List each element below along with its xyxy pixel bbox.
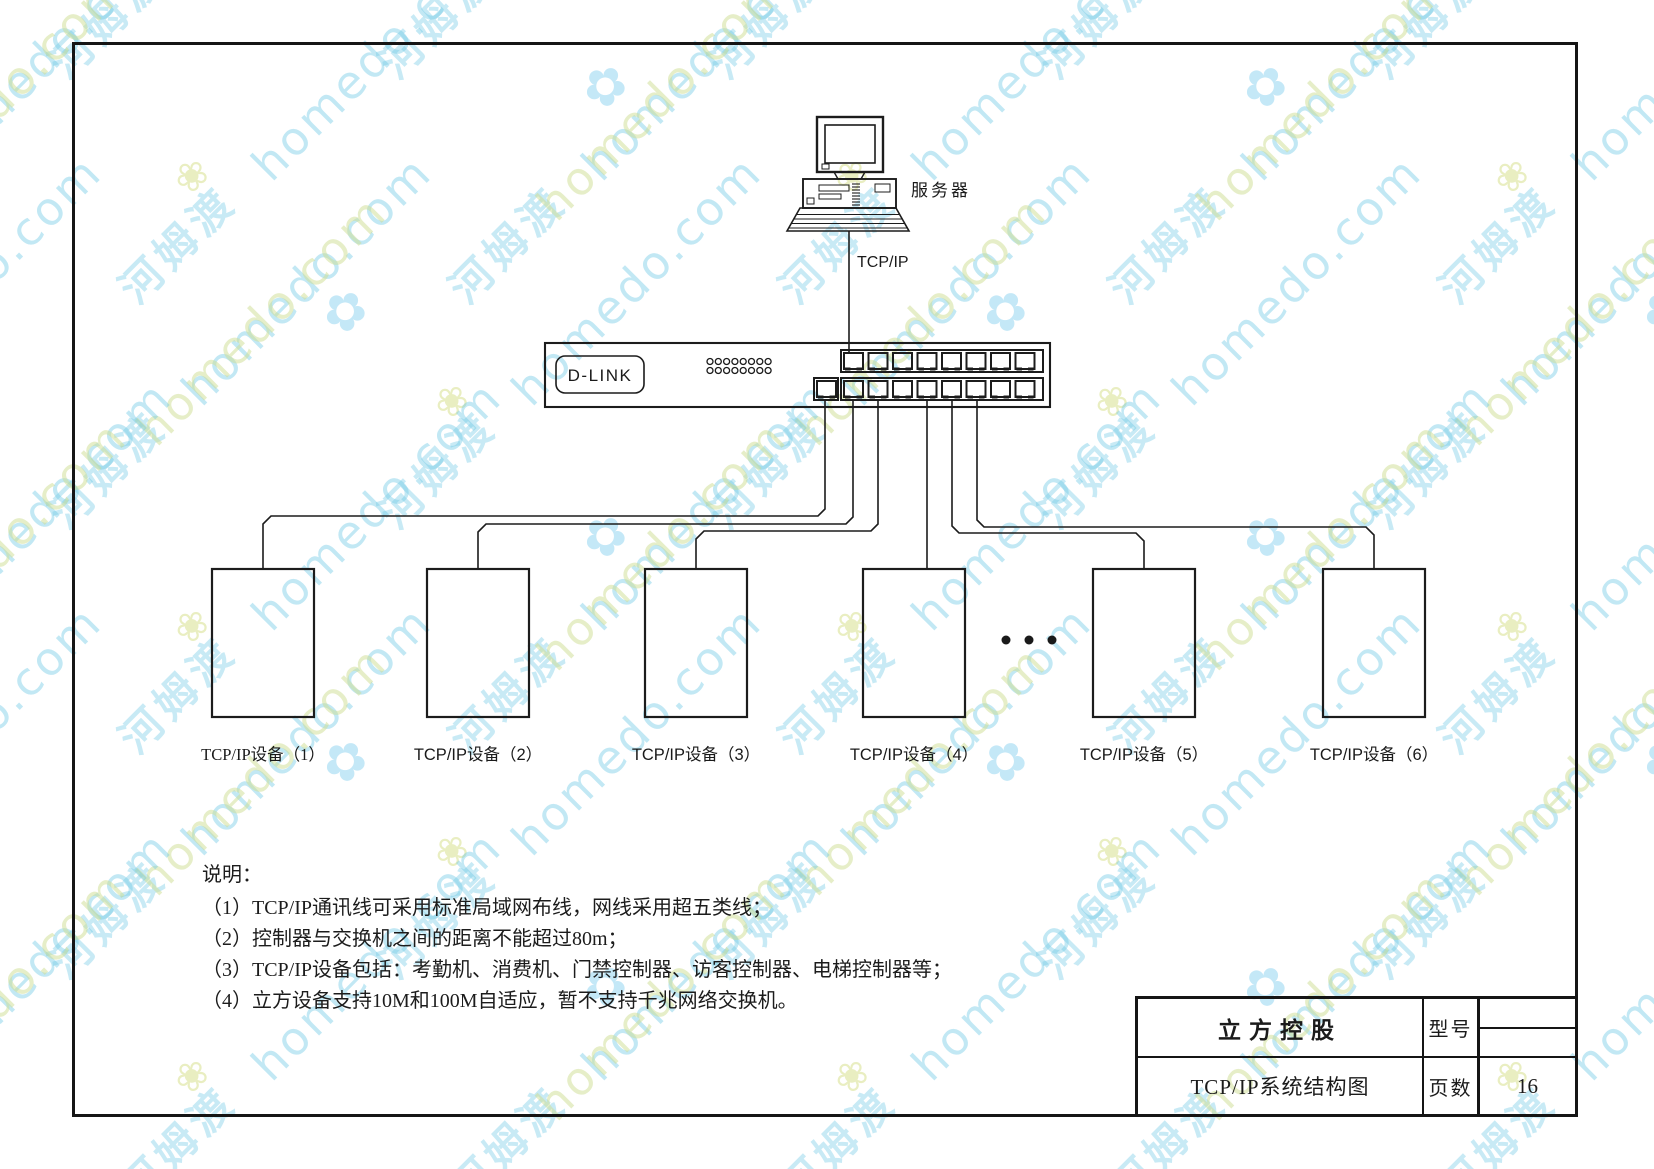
- note-line-1: （1）TCP/IP通讯线可采用标准局域网布线，网线采用超五类线；: [202, 897, 773, 919]
- cables: [262, 400, 1375, 569]
- led-indicator: [714, 357, 722, 366]
- model-value-upper: [1480, 999, 1575, 1029]
- notes-block: 说明： （1）TCP/IP通讯线可采用标准局域网布线，网线采用超五类线； （2）…: [202, 858, 952, 1017]
- floppy-slot-2: [818, 193, 842, 200]
- note-line-3: （3）TCP/IP设备包括：考勤机、消费机、门禁控制器、访客控制器、电梯控制器等…: [202, 959, 953, 981]
- rj45-port: [867, 380, 889, 398]
- led-indicator: [756, 357, 764, 366]
- notes-heading: 说明：: [202, 864, 262, 886]
- monitor-screen: [824, 124, 876, 164]
- rj45-port: [892, 380, 913, 398]
- switch-port-strip-bottom: [840, 377, 1044, 401]
- switch-body: [543, 341, 1052, 409]
- device-box-2: [425, 567, 531, 719]
- company-name: 立方控股: [1218, 1017, 1342, 1043]
- switch: [543, 341, 1052, 409]
- note-line-2: （2）控制器与交换机之间的距离不能超过80m；: [202, 928, 628, 950]
- led-indicator: [764, 357, 772, 366]
- rj45-port: [1014, 352, 1036, 370]
- switch-leds: [706, 357, 772, 375]
- led-indicator: [722, 366, 731, 375]
- note-line-4: （4）立方设备支持10M和100M自适应，暂不支持千兆网络交换机。: [202, 990, 798, 1012]
- rj45-port: [990, 380, 1011, 398]
- case-vents: [852, 183, 860, 206]
- device-box-4: [861, 567, 967, 719]
- case-switch: [806, 197, 815, 205]
- dlink-logo-text: D-LINK: [568, 366, 633, 385]
- led-indicator: [747, 357, 756, 366]
- led-indicator: [714, 366, 722, 375]
- rj45-port: [892, 352, 913, 370]
- rj45-port: [990, 352, 1011, 370]
- rj45-port: [965, 380, 987, 398]
- led-indicator: [722, 357, 731, 366]
- rj45-port: [843, 352, 864, 370]
- title-block: 立方控股 型号 TCP/IP系统结构图 页数 16: [1135, 996, 1578, 1117]
- cable-device-2: [477, 400, 854, 569]
- device-label-1: TCP/IP设备（1）: [201, 745, 325, 764]
- system-case: [802, 178, 897, 209]
- model-label: 型号: [1422, 999, 1477, 1056]
- monitor-button: [821, 163, 830, 170]
- led-indicator: [747, 366, 756, 375]
- rj45-port: [916, 380, 938, 398]
- server-label: 服务器: [911, 181, 971, 200]
- server-icon: [785, 115, 911, 232]
- tcpip-link-label: TCP/IP: [857, 254, 909, 271]
- rj45-port: [1014, 380, 1036, 398]
- device-label-6: TCP/IP设备（6）: [1310, 745, 1438, 764]
- keyboard-keys: [788, 214, 908, 229]
- floppy-slot-1: [818, 184, 850, 192]
- cd-drive: [874, 183, 891, 193]
- device-label-4: TCP/IP设备（4）: [850, 745, 978, 764]
- dlink-logo-box: [555, 355, 645, 394]
- led-indicator: [739, 357, 747, 366]
- cable-device-1: [262, 400, 826, 569]
- rj45-port: [867, 352, 889, 370]
- device-label-5: TCP/IP设备（5）: [1080, 745, 1208, 764]
- cable-device-5: [951, 400, 1145, 569]
- rj45-port: [843, 380, 864, 398]
- pages-label: 页数: [1422, 1056, 1477, 1114]
- uplink-port: [813, 377, 839, 401]
- led-indicator: [731, 366, 739, 375]
- pages-value: 16: [1477, 1056, 1575, 1114]
- led-indicator: [739, 366, 747, 375]
- rj45-port: [916, 352, 938, 370]
- rj45-port: [965, 352, 987, 370]
- drawing-title: TCP/IP系统结构图: [1138, 1056, 1422, 1114]
- device-label-2: TCP/IP设备（2）: [414, 745, 542, 764]
- device-box-6: [1321, 567, 1427, 719]
- switch-ports: [816, 352, 1036, 399]
- led-indicator: [756, 366, 764, 375]
- device-box-1: [210, 567, 316, 719]
- led-indicator: [706, 366, 714, 375]
- cable-device-6: [976, 400, 1375, 569]
- device-box-3: [643, 567, 749, 719]
- keyboard: [785, 207, 911, 232]
- model-value-lower: [1480, 1029, 1575, 1057]
- rj45-port: [941, 352, 962, 370]
- device-box-5: [1091, 567, 1197, 719]
- led-indicator: [764, 366, 772, 375]
- device-label-3: TCP/IP设备（3）: [632, 745, 760, 764]
- rj45-port: [941, 380, 962, 398]
- switch-port-strip-top: [840, 349, 1044, 373]
- device-boxes: [210, 567, 1427, 719]
- led-indicator: [706, 357, 714, 366]
- cable-device-3: [695, 400, 879, 569]
- rj45-port: [816, 380, 837, 398]
- led-indicator: [731, 357, 739, 366]
- ellipsis-dots: [1001, 635, 1057, 645]
- page-border: [72, 42, 1578, 1117]
- model-value-cell: [1477, 999, 1575, 1056]
